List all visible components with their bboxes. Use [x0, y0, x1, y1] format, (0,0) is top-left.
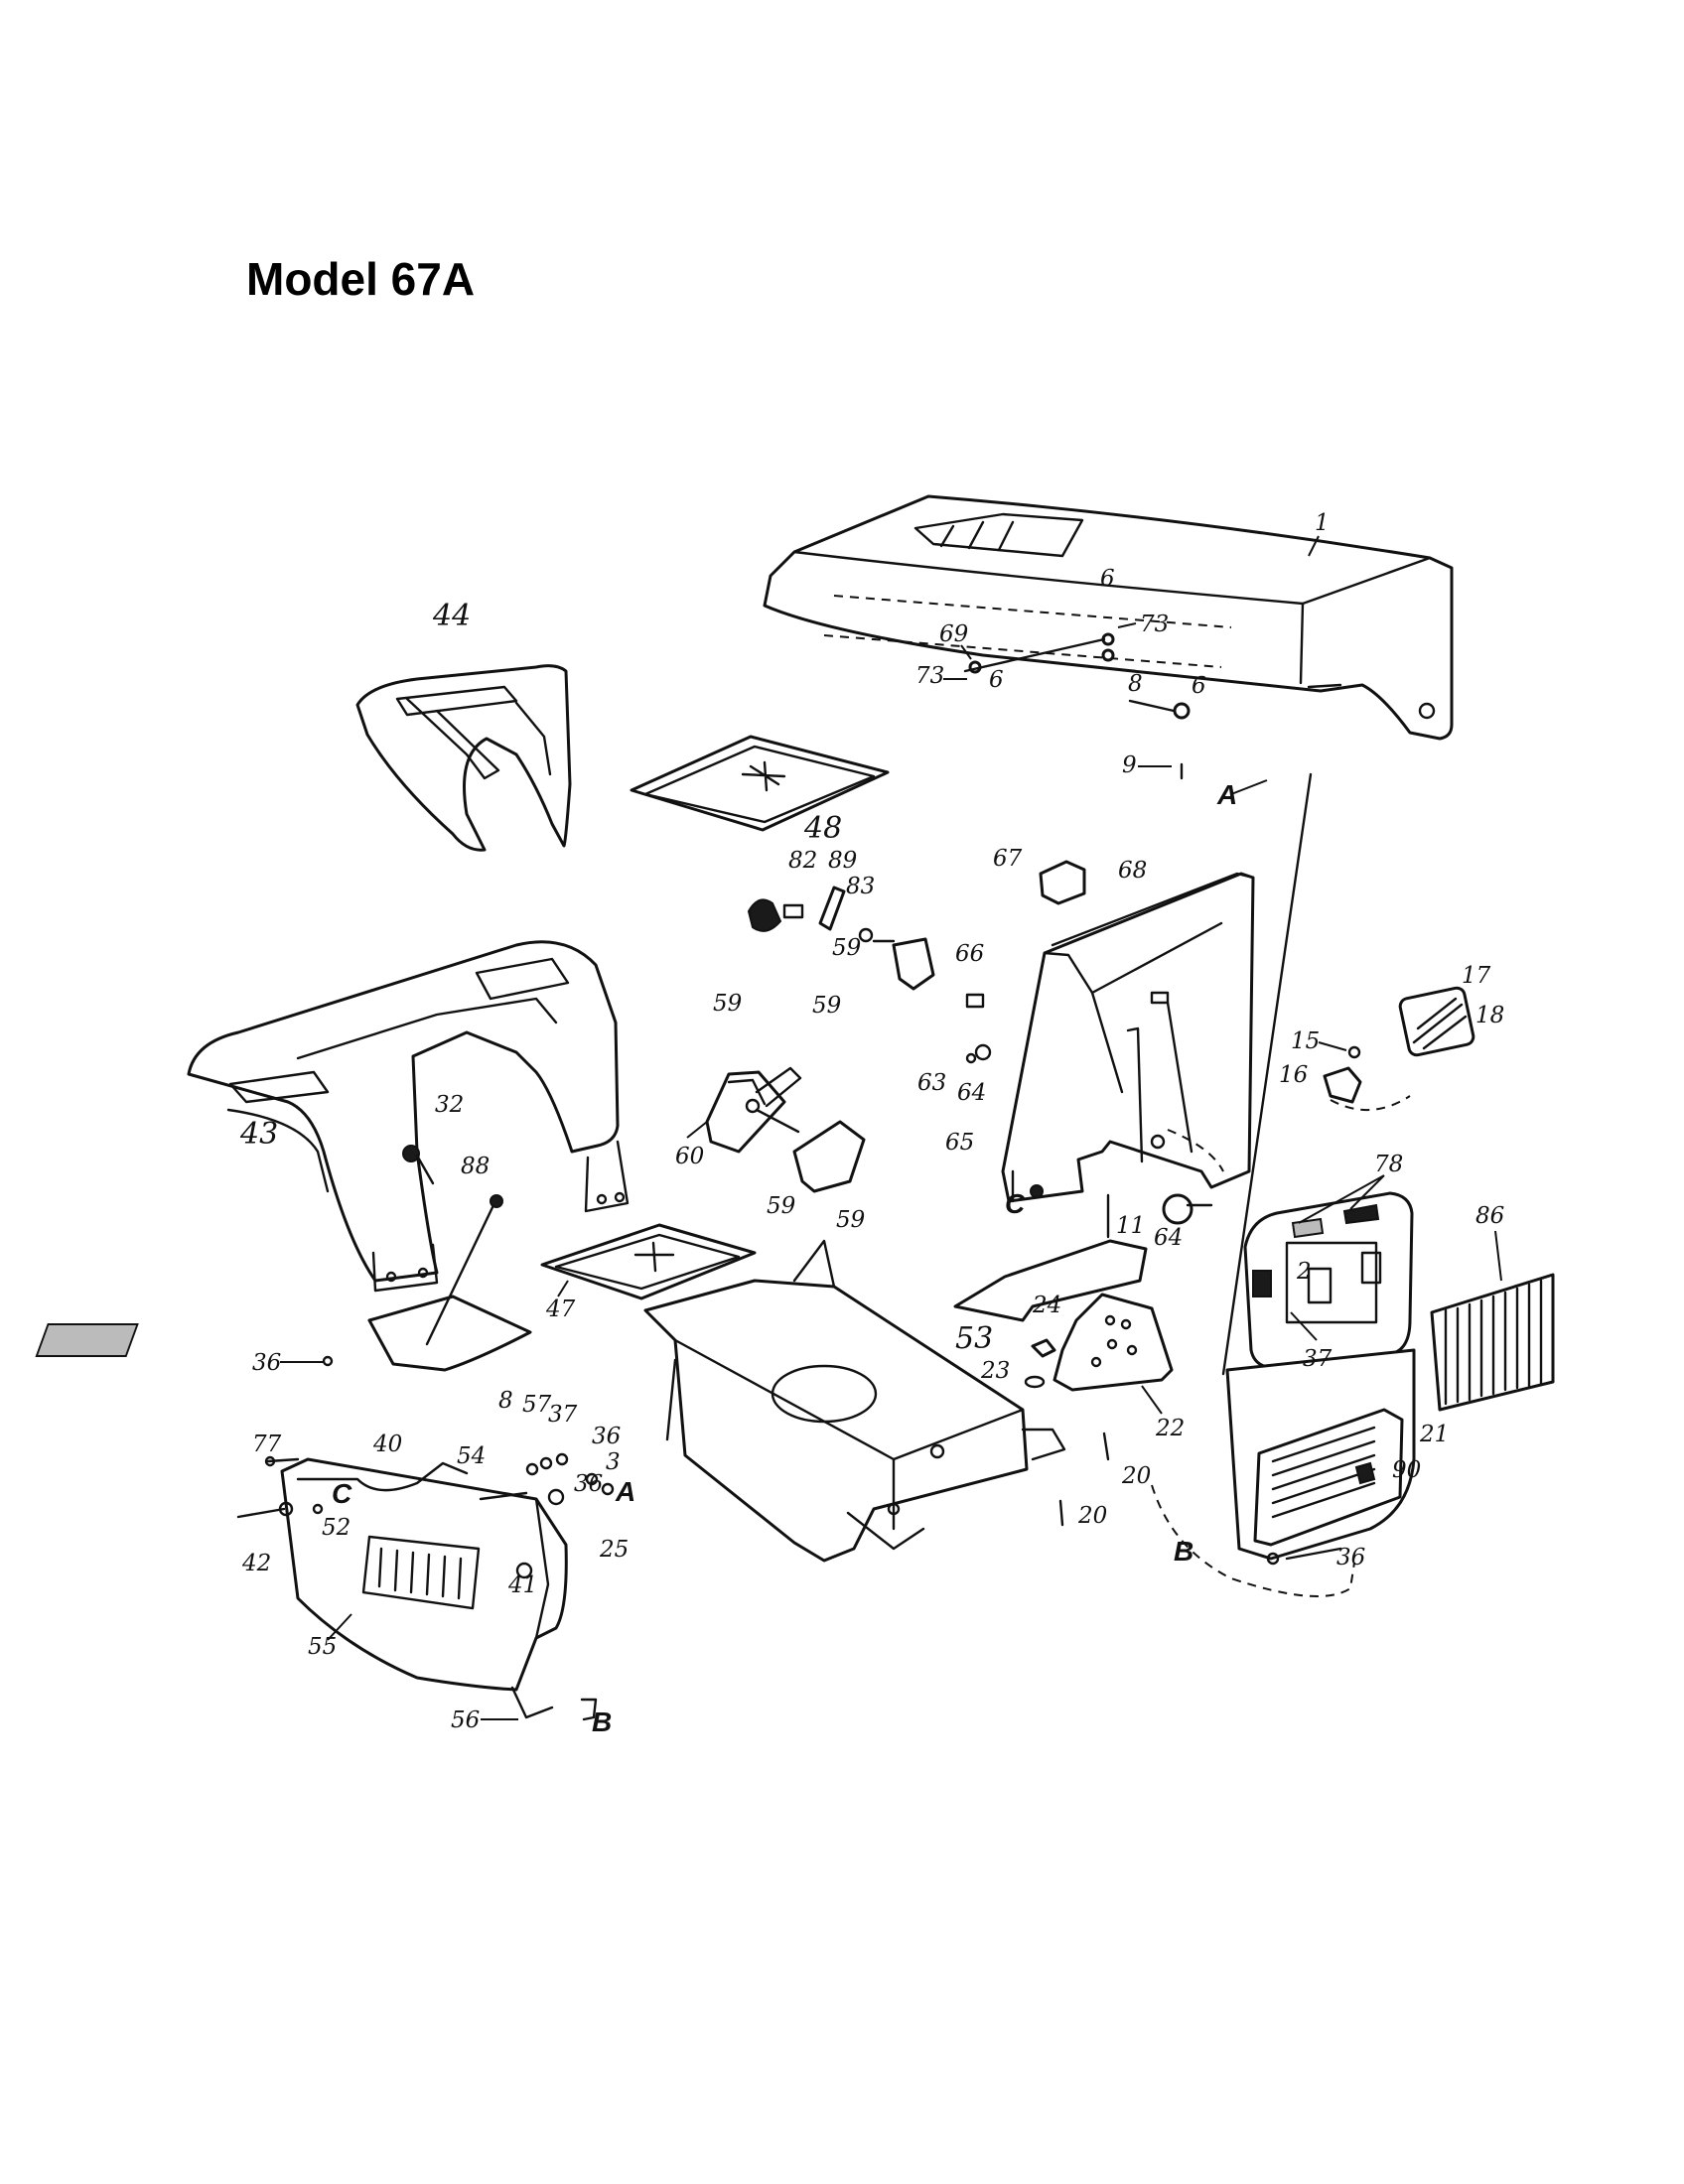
- front-panel-part: [280, 1457, 598, 1721]
- callout-65: 65: [945, 1130, 974, 1156]
- floor-plate-upper-part: [630, 735, 890, 832]
- ref-letter-c-dash: C: [1005, 1188, 1026, 1219]
- control-levers-part: [705, 1066, 866, 1193]
- callout-20a: 20: [1121, 1463, 1151, 1489]
- callout-82: 82: [788, 848, 817, 874]
- callout-36d: 36: [1336, 1545, 1365, 1570]
- callout-22: 22: [1155, 1416, 1185, 1441]
- callout-59a: 59: [832, 935, 861, 961]
- grille-housing-part: [1221, 772, 1416, 1561]
- callout-59e: 59: [836, 1207, 865, 1233]
- callout-42: 42: [241, 1551, 271, 1576]
- callout-83: 83: [846, 874, 875, 899]
- callout-63: 63: [917, 1070, 946, 1096]
- switch-part: [965, 860, 1213, 1225]
- callout-9: 9: [1122, 752, 1137, 778]
- callout-55: 55: [308, 1634, 337, 1660]
- callout-labels: 1 6 73 69 73 6 8 6 9 44 48 82 89 83 68 6…: [239, 510, 1504, 1733]
- callout-47: 47: [545, 1297, 576, 1322]
- callout-23: 23: [980, 1358, 1010, 1384]
- reference-letters: A C C A B B: [332, 779, 1268, 1737]
- callout-43: 43: [239, 1117, 278, 1152]
- callout-15: 15: [1291, 1028, 1320, 1054]
- ref-letter-b-panel: B: [592, 1706, 612, 1737]
- callout-54: 54: [457, 1443, 486, 1469]
- ref-letter-a-hood: A: [1216, 779, 1237, 810]
- callout-59c: 59: [812, 993, 841, 1019]
- callout-67: 67: [993, 846, 1023, 872]
- floor-plate-lower-part: [540, 1223, 757, 1300]
- callout-25: 25: [599, 1537, 629, 1563]
- callout-2: 2: [1296, 1259, 1312, 1285]
- callout-44: 44: [432, 599, 471, 633]
- callout-16: 16: [1279, 1062, 1308, 1088]
- callout-37b: 37: [548, 1402, 578, 1428]
- callout-36a: 36: [252, 1350, 281, 1376]
- callout-40: 40: [372, 1432, 402, 1457]
- frame-part: [643, 1239, 1066, 1563]
- callout-20b: 20: [1077, 1503, 1107, 1529]
- steering-bracket-part: [953, 1193, 1174, 1527]
- callout-66: 66: [955, 941, 984, 967]
- rear-fender-upper-part: [355, 664, 572, 852]
- callout-6a: 6: [1100, 566, 1115, 592]
- callout-17: 17: [1462, 963, 1491, 989]
- callout-18: 18: [1475, 1003, 1504, 1028]
- callout-60: 60: [675, 1144, 704, 1169]
- callout-89: 89: [828, 848, 857, 874]
- callout-90: 90: [1392, 1457, 1421, 1483]
- callout-77: 77: [252, 1432, 282, 1457]
- callout-73b: 73: [915, 663, 944, 689]
- callout-57: 57: [522, 1392, 552, 1418]
- callout-36b: 36: [592, 1424, 621, 1449]
- callout-3: 3: [606, 1449, 621, 1475]
- callout-6b: 6: [989, 667, 1004, 693]
- callout-69: 69: [939, 621, 968, 647]
- callout-68: 68: [1118, 858, 1147, 884]
- callout-78: 78: [1374, 1152, 1403, 1177]
- throttle-knob-part: [747, 886, 935, 991]
- callout-6c: 6: [1192, 673, 1206, 699]
- fasteners-part: [236, 632, 1355, 1597]
- callout-59d: 59: [767, 1193, 795, 1219]
- fender-part: [187, 940, 630, 1293]
- callout-48: 48: [803, 811, 842, 846]
- callout-32: 32: [435, 1092, 464, 1118]
- grille-insert-part: [1430, 1273, 1555, 1412]
- callout-41: 41: [507, 1572, 537, 1598]
- page-title: Model 67A: [246, 253, 476, 305]
- ref-letter-a-panel: A: [615, 1476, 635, 1507]
- callout-37a: 37: [1303, 1346, 1333, 1372]
- callout-53: 53: [955, 1321, 993, 1356]
- callout-88: 88: [461, 1154, 490, 1179]
- hood-part: [763, 494, 1454, 741]
- callout-8b: 8: [498, 1388, 513, 1414]
- callout-56: 56: [451, 1707, 480, 1733]
- dash-panel-part: [1001, 872, 1255, 1203]
- callout-24: 24: [1032, 1293, 1061, 1318]
- callout-36c: 36: [574, 1471, 603, 1497]
- gasket-part: [1051, 872, 1255, 947]
- callout-73a: 73: [1140, 612, 1169, 637]
- callout-11: 11: [1116, 1213, 1145, 1239]
- ref-letter-c-panel: C: [332, 1478, 352, 1509]
- callout-21: 21: [1419, 1422, 1449, 1447]
- callout-64a: 64: [957, 1080, 986, 1106]
- callout-59b: 59: [713, 991, 742, 1017]
- foot-pad-part: [35, 1295, 532, 1372]
- callout-64b: 64: [1154, 1225, 1183, 1251]
- ref-letter-b-frame: B: [1174, 1536, 1193, 1567]
- callout-8a: 8: [1128, 671, 1143, 697]
- callout-52: 52: [322, 1515, 351, 1541]
- headlight-part: [1323, 986, 1475, 1111]
- callout-86: 86: [1475, 1203, 1504, 1229]
- callout-1: 1: [1315, 510, 1330, 536]
